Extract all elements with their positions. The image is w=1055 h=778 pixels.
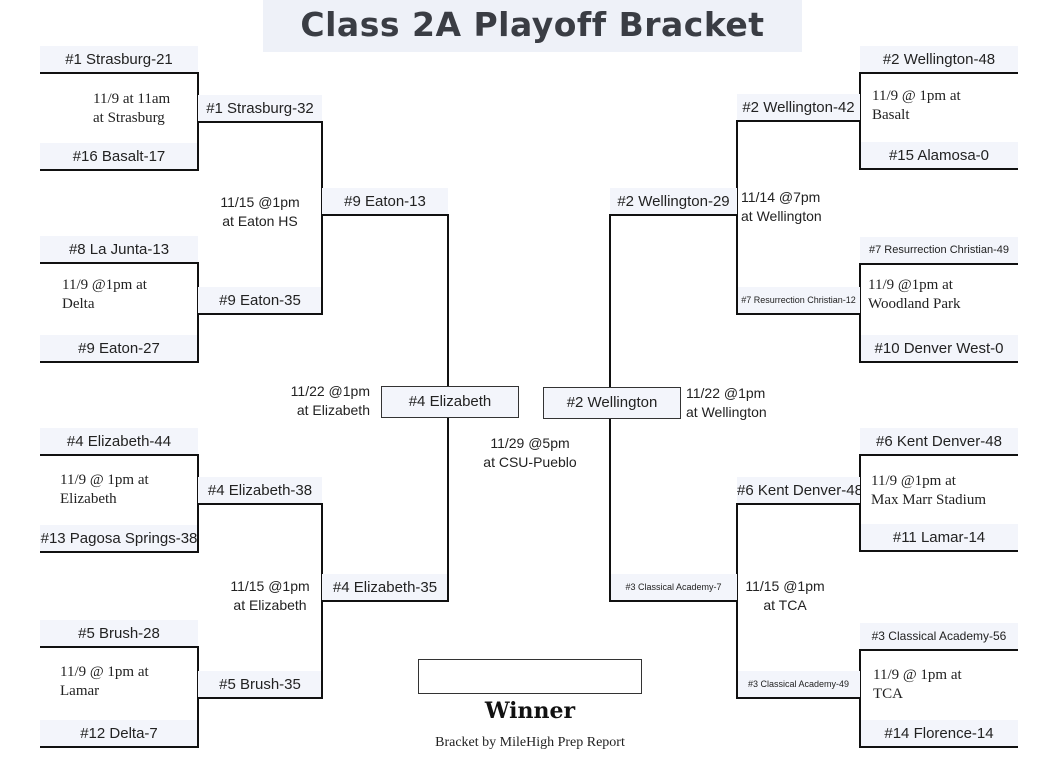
team-slot: #5 Brush-28: [40, 620, 198, 648]
game-note: 11/15 @1pm at Elizabeth: [230, 578, 310, 613]
game-note: 11/9 @ 1pm at Lamar: [60, 664, 149, 699]
bracket-connector: [859, 649, 861, 748]
team-slot: #8 La Junta-13: [40, 236, 198, 264]
game-note: 11/22 @1pm at Wellington: [686, 385, 767, 420]
team-slot: #5 Brush-35: [198, 671, 322, 699]
bracket-connector: [321, 121, 323, 315]
team-slot: #15 Alamosa-0: [860, 142, 1018, 170]
team-slot: #12 Delta-7: [40, 720, 198, 748]
team-slot: #4 Elizabeth-35: [322, 574, 448, 602]
team-slot: #1 Strasburg-32: [198, 95, 322, 123]
game-note: 11/29 @5pm at CSU-Pueblo: [483, 435, 577, 470]
semifinal-left: #4 Elizabeth: [381, 386, 519, 418]
team-slot: #4 Elizabeth-38: [198, 477, 322, 505]
bracket-connector: [736, 503, 738, 699]
game-note: 11/15 @1pm at Eaton HS: [220, 194, 300, 229]
team-slot: #6 Kent Denver-48: [737, 477, 860, 505]
game-note: 11/9 @1pm at Woodland Park: [868, 277, 961, 312]
game-note: 11/9 @1pm at Delta: [62, 277, 147, 312]
game-note: 11/15 @1pm at TCA: [745, 578, 825, 613]
team-slot: #14 Florence-14: [860, 720, 1018, 748]
team-slot: #7 Resurrection Christian-12: [737, 287, 860, 315]
bracket-connector: [859, 454, 861, 552]
team-slot: #1 Strasburg-21: [40, 46, 198, 74]
bracket-connector: [859, 263, 861, 363]
team-slot: #7 Resurrection Christian-49: [860, 237, 1018, 265]
page-title: Class 2A Playoff Bracket: [263, 0, 802, 52]
game-note: 11/9 at 11am at Strasburg: [93, 91, 171, 126]
winner-box: [418, 659, 642, 694]
game-note: 11/9 @ 1pm at Elizabeth: [60, 472, 149, 507]
team-slot: #3 Classical Academy-49: [737, 671, 860, 699]
team-slot: #2 Wellington-42: [737, 94, 860, 122]
team-slot: #16 Basalt-17: [40, 143, 198, 171]
game-note: 11/14 @7pm at Wellington: [741, 189, 822, 224]
team-slot: #6 Kent Denver-48: [860, 428, 1018, 456]
team-slot: #3 Classical Academy-56: [860, 623, 1018, 651]
team-slot: #9 Eaton-13: [322, 188, 448, 216]
game-note: 11/9 @ 1pm at TCA: [873, 667, 962, 702]
team-slot: #3 Classical Academy-7: [610, 574, 737, 602]
bracket-connector: [736, 120, 738, 315]
team-slot: #10 Denver West-0: [860, 335, 1018, 363]
team-slot: #9 Eaton-27: [40, 335, 198, 363]
credit-text: Bracket by MileHigh Prep Report: [435, 735, 625, 750]
semifinal-right: #2 Wellington: [543, 387, 681, 419]
team-slot: #9 Eaton-35: [198, 287, 322, 315]
winner-label: Winner: [484, 698, 576, 724]
bracket-connector: [859, 72, 861, 170]
game-note: 11/9 @ 1pm at Basalt: [872, 88, 961, 123]
game-note: 11/9 @1pm at Max Marr Stadium: [871, 473, 986, 508]
team-slot: #13 Pagosa Springs-38: [40, 525, 198, 553]
team-slot: #11 Lamar-14: [860, 524, 1018, 552]
team-slot: #2 Wellington-29: [610, 188, 737, 216]
team-slot: #4 Elizabeth-44: [40, 428, 198, 456]
game-note: 11/22 @1pm at Elizabeth: [290, 383, 370, 418]
team-slot: #2 Wellington-48: [860, 46, 1018, 74]
